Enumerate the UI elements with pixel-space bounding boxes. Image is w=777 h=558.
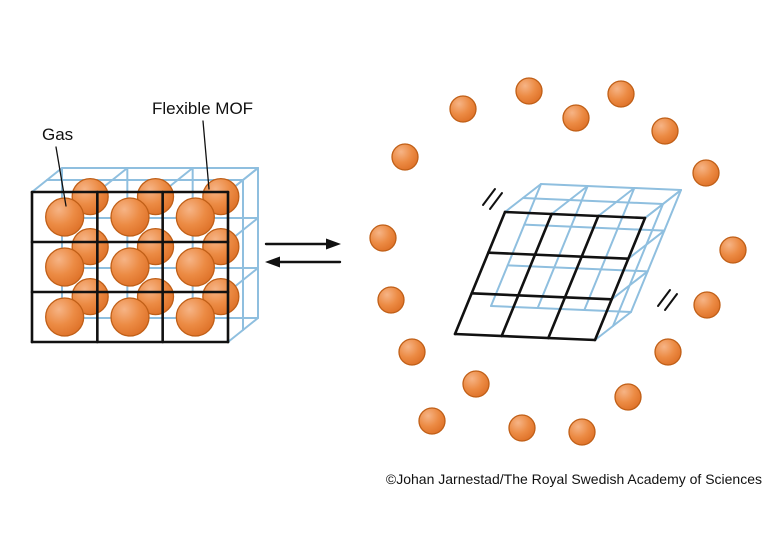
sheared-mof-lattice bbox=[453, 183, 682, 342]
credit-text: ©Johan Jarnestad/The Royal Swedish Acade… bbox=[386, 471, 762, 487]
flexible-mof-label: Flexible MOF bbox=[152, 99, 253, 118]
label-leader-lines bbox=[55, 120, 210, 207]
equilibrium-arrows bbox=[264, 238, 342, 268]
released-gas-spheres bbox=[369, 77, 747, 446]
filled-mof-lattice bbox=[30, 167, 259, 344]
gas-label: Gas bbox=[42, 125, 73, 144]
